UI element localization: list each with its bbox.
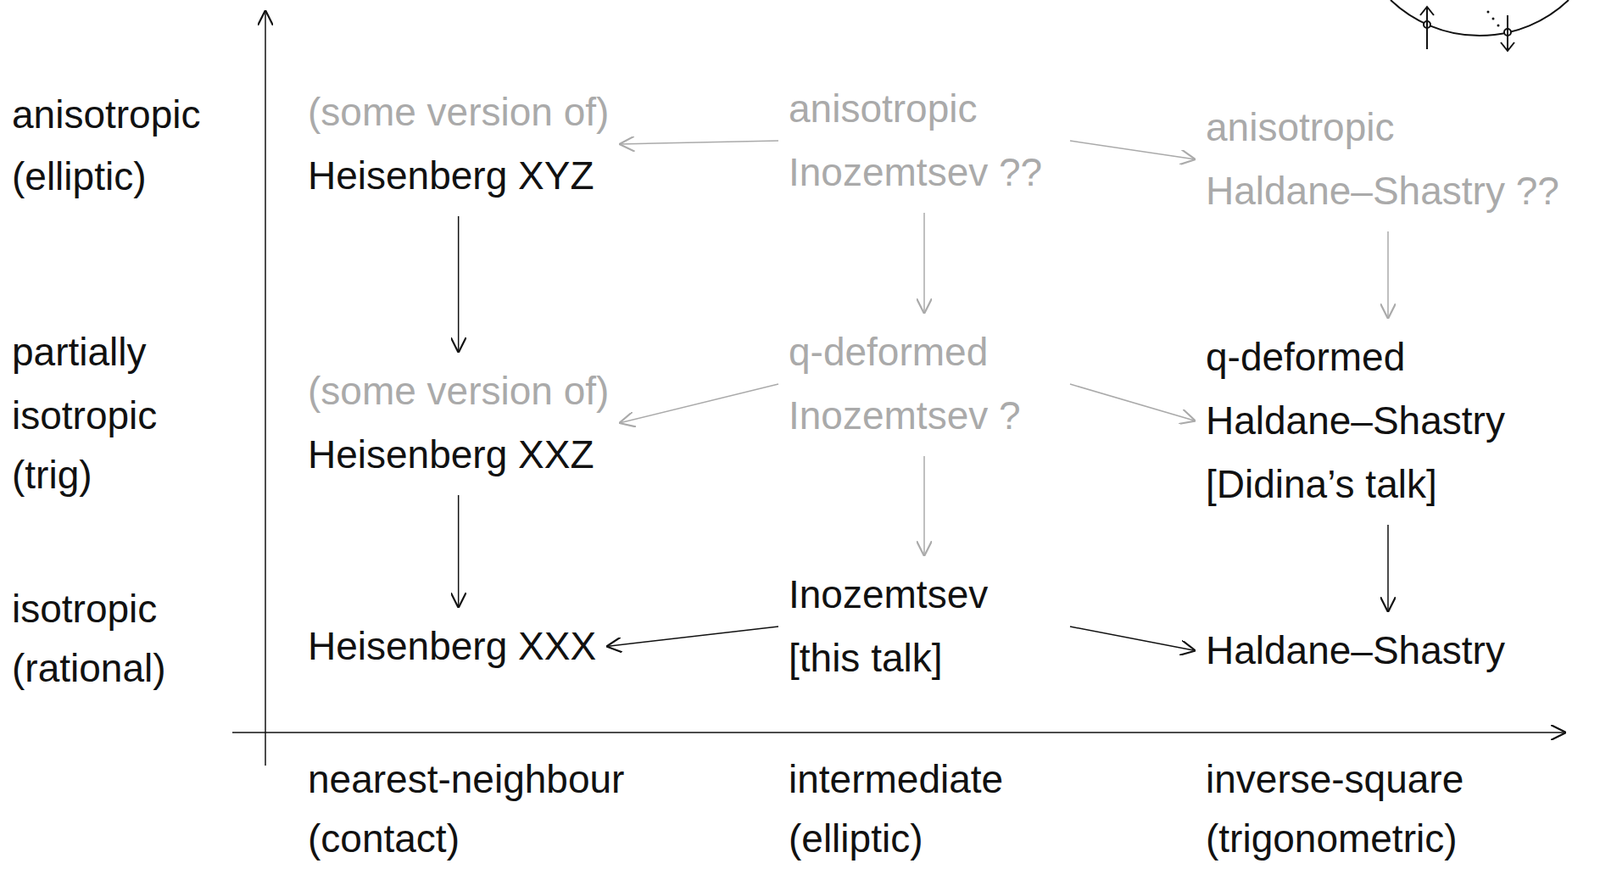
model-name: (some version of) xyxy=(307,359,609,424)
axis-label: (elliptic) xyxy=(788,807,923,869)
model-node: (some version of)Heisenberg XYZ xyxy=(307,80,609,208)
model-node: Heisenberg XXX xyxy=(307,614,597,679)
arrow-connector xyxy=(618,384,779,424)
model-name: Inozemtsev xyxy=(788,563,1060,627)
axis-label: anisotropic xyxy=(11,83,201,147)
model-node: Haldane–Shastry xyxy=(1205,618,1506,683)
spin-chain-illustration xyxy=(1390,0,1569,51)
model-name: Heisenberg XXX xyxy=(307,614,597,679)
axis-label: (trig) xyxy=(11,443,93,508)
arrow-connector xyxy=(1070,140,1196,160)
model-name: Heisenberg XYZ xyxy=(307,144,609,208)
arrow-connector xyxy=(1070,384,1196,422)
model-node: q-deformed Haldane–Shastry[Didina’s talk… xyxy=(1205,325,1571,517)
axis-label: isotropic xyxy=(11,577,157,642)
model-name: Heisenberg XXZ xyxy=(307,423,609,487)
y-axis xyxy=(264,10,267,766)
arrow-connector xyxy=(457,495,460,608)
axis-label: partially isotropic xyxy=(11,320,224,448)
model-node: Inozemtsev[this talk] xyxy=(788,563,1060,691)
model-name: anisotropic Haldane–Shastry ?? xyxy=(1205,95,1571,223)
arrow-connector xyxy=(606,626,779,647)
model-node: anisotropic Inozemtsev ?? xyxy=(788,77,1060,205)
model-name: q-deformed Haldane–Shastry xyxy=(1205,325,1571,453)
axis-label: intermediate xyxy=(788,747,1004,812)
x-axis xyxy=(232,731,1567,734)
arrow-connector xyxy=(1387,524,1389,613)
axis-label: nearest-neighbour xyxy=(307,747,625,812)
axis-label: (rational) xyxy=(11,636,167,701)
axis-label: (trigonometric) xyxy=(1205,807,1458,869)
arrow-connector xyxy=(1387,231,1389,319)
arrow-connector xyxy=(923,212,926,314)
model-node: anisotropic Haldane–Shastry ?? xyxy=(1205,95,1571,223)
model-name: Haldane–Shastry xyxy=(1205,618,1506,683)
arrow-connector xyxy=(923,456,926,557)
model-node: q-deformed Inozemtsev ? xyxy=(788,320,1060,448)
arrow-connector xyxy=(457,216,460,353)
axis-label: (elliptic) xyxy=(11,144,146,209)
axis-label: (contact) xyxy=(307,807,460,869)
model-name: (some version of) xyxy=(307,80,609,145)
arrow-connector xyxy=(618,140,779,145)
model-name: [this talk] xyxy=(788,626,1060,691)
arrow-connector xyxy=(1070,626,1196,652)
model-node: (some version of)Heisenberg XXZ xyxy=(307,359,609,487)
axis-label: inverse-square xyxy=(1205,747,1464,812)
model-name: q-deformed Inozemtsev ? xyxy=(788,320,1060,448)
model-name: anisotropic Inozemtsev ?? xyxy=(788,77,1060,205)
model-name: [Didina’s talk] xyxy=(1205,452,1571,517)
